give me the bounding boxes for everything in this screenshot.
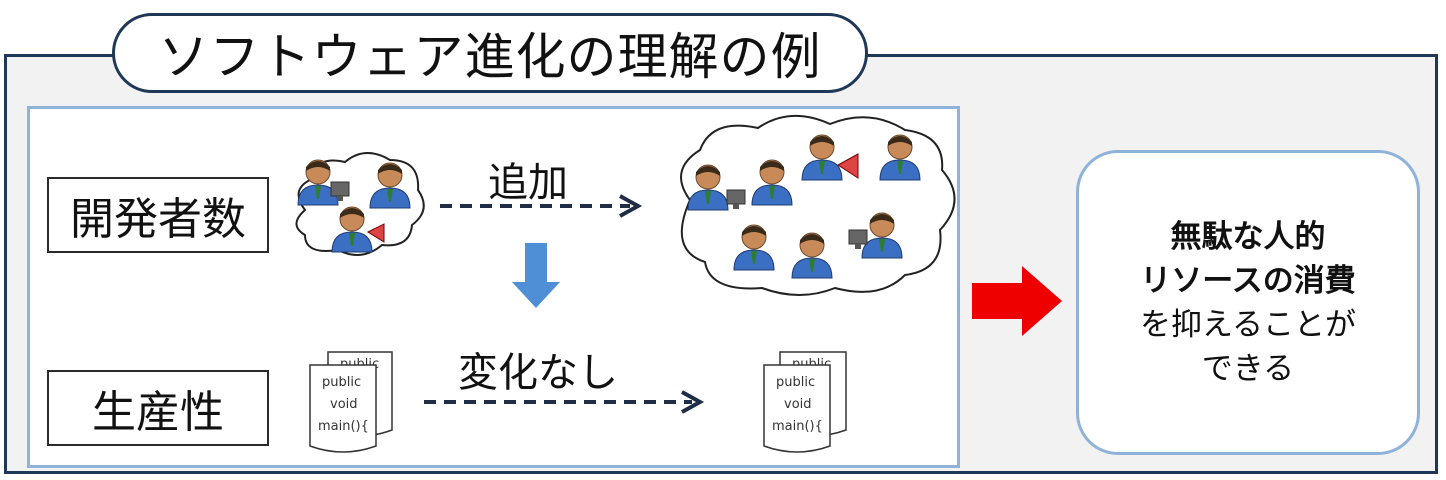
code-line-1: public — [322, 375, 361, 390]
code-line-2: void — [784, 397, 812, 412]
result-line-1: 無駄な人的 — [1170, 218, 1326, 255]
developer-count-label: 開発者数 — [47, 177, 269, 253]
code-document-icon: public public void main(){ — [309, 351, 393, 453]
result-line-3: を抑えることが — [1139, 306, 1357, 343]
result-line-2: リソースの消費 — [1140, 262, 1356, 299]
result-arrow — [972, 266, 1062, 336]
code-line-3: main(){ — [318, 419, 369, 434]
megaphone-icon — [837, 153, 859, 179]
add-arrow-head — [619, 194, 643, 218]
no-change-arrow-head — [681, 390, 705, 414]
down-arrow — [512, 243, 560, 308]
result-line-4: できる — [1201, 350, 1295, 387]
diagram-title: ソフトウェア進化の理解の例 — [112, 13, 868, 93]
add-arrow-label: 追加 — [488, 160, 568, 206]
result-box: 無駄な人的 リソースの消費 を抑えることが できる — [1076, 150, 1420, 455]
productivity-label: 生産性 — [47, 370, 269, 446]
no-change-arrow-label: 変化なし — [458, 350, 618, 396]
code-line-3: main(){ — [772, 419, 823, 434]
code-line-1: public — [776, 375, 815, 390]
code-line-2: void — [330, 397, 358, 412]
megaphone-icon — [366, 223, 385, 243]
code-document-icon: public public void main(){ — [763, 351, 847, 453]
